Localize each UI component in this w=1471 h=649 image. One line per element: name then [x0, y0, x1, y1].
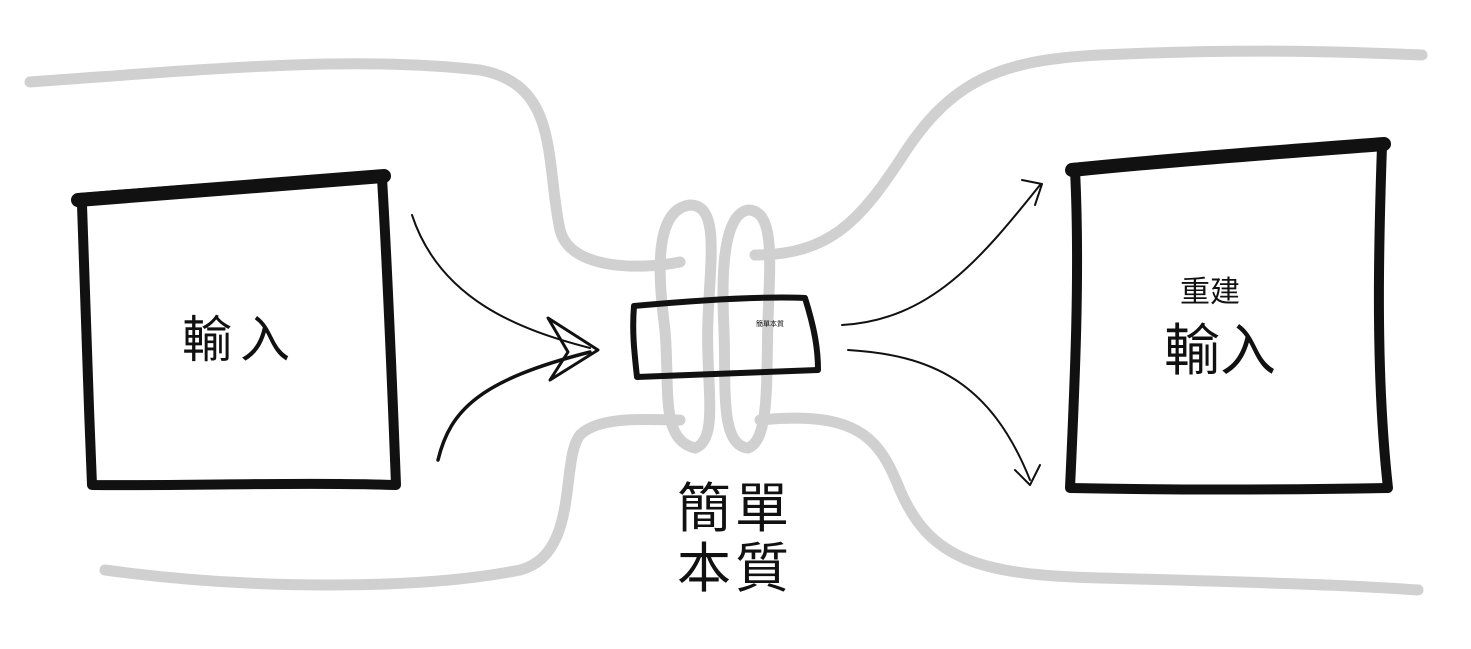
code-caption-line2: 本質	[677, 537, 793, 600]
code-box-label: 簡單本質	[756, 320, 784, 328]
funnel-top-left	[24, 58, 686, 272]
output-sublabel: 重建	[1180, 275, 1240, 310]
code-box	[630, 294, 821, 380]
arrowhead-in	[546, 316, 600, 382]
funnel-bottom-right	[754, 412, 1424, 596]
input-label: 輸入	[182, 311, 298, 369]
arrow-in-top	[411, 214, 591, 349]
funnel-bottom-left	[99, 413, 686, 591]
funnel-top-right	[749, 45, 1428, 261]
arrow-out-bottom	[847, 349, 1041, 486]
code-caption-line1: 簡單	[677, 477, 793, 540]
output-box	[1065, 141, 1393, 495]
ring-right	[717, 204, 776, 454]
arrow-out-top	[841, 179, 1043, 326]
arrow-in-bottom	[436, 350, 592, 462]
ring-left	[654, 199, 717, 454]
output-label: 輸入	[1164, 319, 1276, 384]
